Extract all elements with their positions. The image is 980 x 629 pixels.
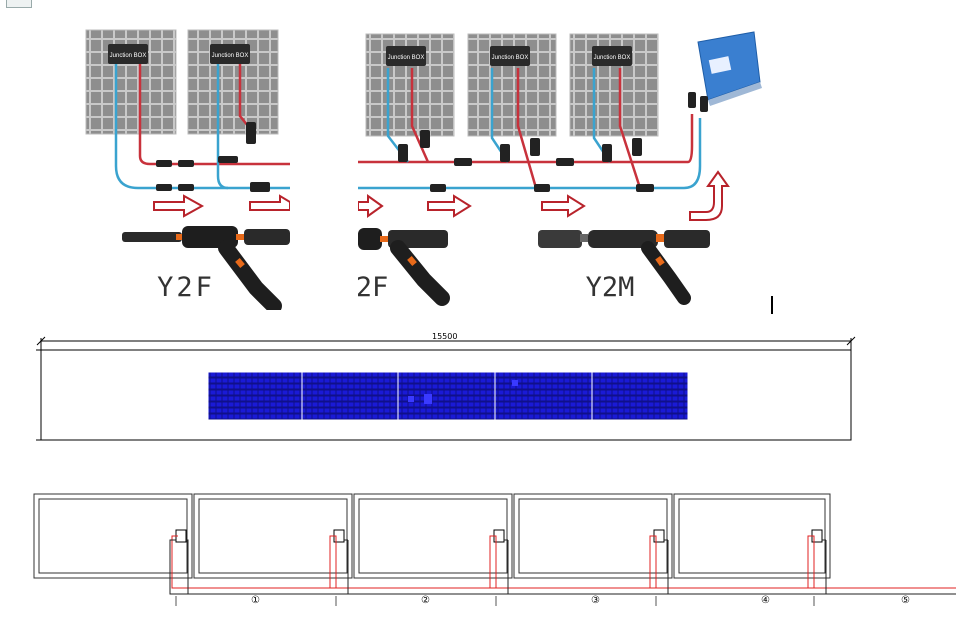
solar-panel [569, 33, 659, 137]
junction-box-label: Junction BOX [594, 55, 631, 61]
connector-type-label: 2F [358, 272, 388, 303]
junction-box-label: Junction BOX [388, 55, 425, 61]
pv-module [207, 371, 303, 421]
inverter [697, 31, 762, 106]
solar-panel [467, 33, 557, 137]
photo-y2f-branch: Junction BOX Junction BOX [78, 26, 290, 310]
string-marker-ticks [175, 596, 815, 606]
junction-box-label: Junction BOX [212, 53, 249, 59]
panel-array-top-view [207, 371, 689, 421]
junction-box-label: Junction BOX [492, 55, 529, 61]
string-number-2: ② [421, 595, 430, 606]
y-connector [122, 226, 290, 310]
pv-module [301, 371, 399, 421]
connector-type-label: Y2M [586, 272, 635, 303]
module-row-front-view [33, 493, 831, 579]
string-number-5: ⑤ [901, 595, 910, 606]
pv-module-frame [33, 493, 193, 579]
flow-arrow [358, 194, 384, 218]
string-number-1: ① [251, 595, 260, 606]
pv-module-frame [673, 493, 831, 579]
connector-type-label: Y2F [157, 272, 215, 303]
pv-module-frame [353, 493, 513, 579]
junction-box-label: Junction BOX [110, 53, 147, 59]
solar-panel [85, 29, 177, 135]
positive-cable [138, 64, 290, 166]
photo-y2m-branch: Junction BOX Junction BOX Junction BOX [358, 26, 770, 310]
string-number-4: ④ [761, 595, 770, 606]
mc4-connector [156, 122, 270, 192]
text-cursor [771, 296, 773, 314]
flow-arrow [249, 194, 290, 211]
pv-module [494, 371, 593, 421]
pv-module-frame [193, 493, 353, 579]
window-corner-mark [6, 0, 32, 8]
roof-outline [40, 349, 852, 441]
length-dimension-label: 15500 [432, 332, 458, 341]
pv-module [591, 371, 689, 421]
string-cable-red [171, 535, 956, 589]
string-cable-black [169, 539, 956, 595]
string-number-3: ③ [591, 595, 600, 606]
pv-module-frame [513, 493, 673, 579]
mc4-connector [398, 92, 708, 192]
flow-arrow [153, 194, 205, 218]
pv-module [397, 371, 496, 421]
solar-panel [187, 29, 279, 135]
negative-cable [358, 118, 702, 190]
y-connector [538, 230, 710, 305]
positive-cable [358, 114, 694, 164]
flow-arrow-up [689, 170, 730, 221]
y-connector [358, 228, 450, 306]
flow-arrow [427, 194, 472, 218]
junction-box [175, 529, 823, 543]
negative-cable [114, 64, 290, 190]
solar-panel [365, 33, 455, 137]
flow-arrow [541, 194, 586, 218]
